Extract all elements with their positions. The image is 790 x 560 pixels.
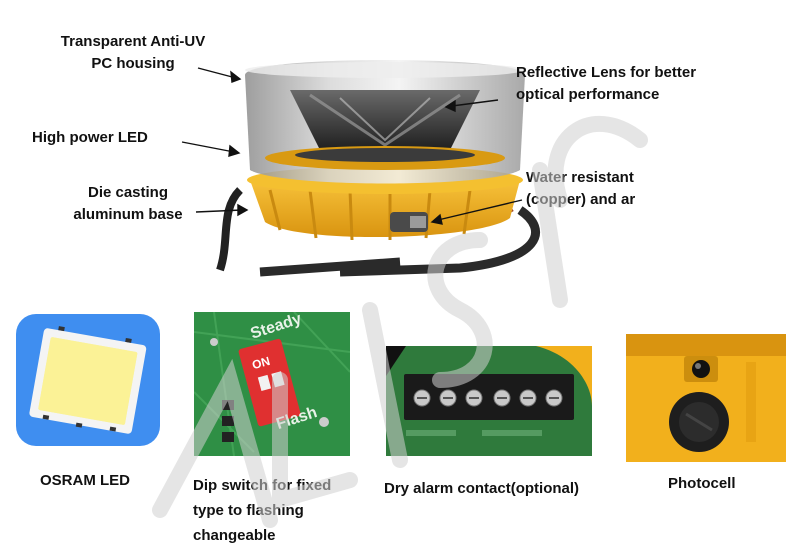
callout-water-line2: (copper) and ar <box>526 191 636 208</box>
callout-water-line1: Water resistant <box>526 169 634 186</box>
dry-alarm-contact-photo <box>386 346 592 456</box>
caption-dry-alarm-contact: Dry alarm contact(optional) <box>384 480 580 497</box>
callout-housing: Transparent Anti-UV PC housing <box>38 31 228 75</box>
caption-photocell: Photocell <box>668 475 736 492</box>
caption-dip-switch-line3: changeable <box>193 527 276 544</box>
caption-dip-switch-line2: type to flashing <box>193 502 304 519</box>
dip-switch-photo: Steady ON Flash <box>194 312 350 456</box>
callout-lens: Reflective Lens for better optical perfo… <box>516 62 696 106</box>
osram-led-photo <box>16 314 160 446</box>
callout-housing-line2: PC housing <box>91 55 175 72</box>
photocell-photo <box>626 334 786 462</box>
callout-housing-line1: Transparent Anti-UV <box>60 33 206 50</box>
callout-lens-line2: optical performance <box>516 86 660 103</box>
callout-arrows <box>181 67 523 225</box>
caption-dip-switch: Dip switch for fixed type to flashing ch… <box>193 473 331 548</box>
callout-base: Die casting aluminum base <box>58 182 198 226</box>
callout-led: High power LED <box>32 129 148 146</box>
caption-osram-led: OSRAM LED <box>40 472 130 489</box>
callout-base-line2: aluminum base <box>73 206 183 223</box>
callout-water: Water resistant (copper) and ar <box>526 167 635 211</box>
callout-base-line1: Die casting <box>87 184 169 201</box>
caption-dip-switch-line1: Dip switch for fixed <box>193 477 332 494</box>
main-product-photo <box>216 60 540 277</box>
callout-lens-line1: Reflective Lens for better <box>516 64 697 81</box>
